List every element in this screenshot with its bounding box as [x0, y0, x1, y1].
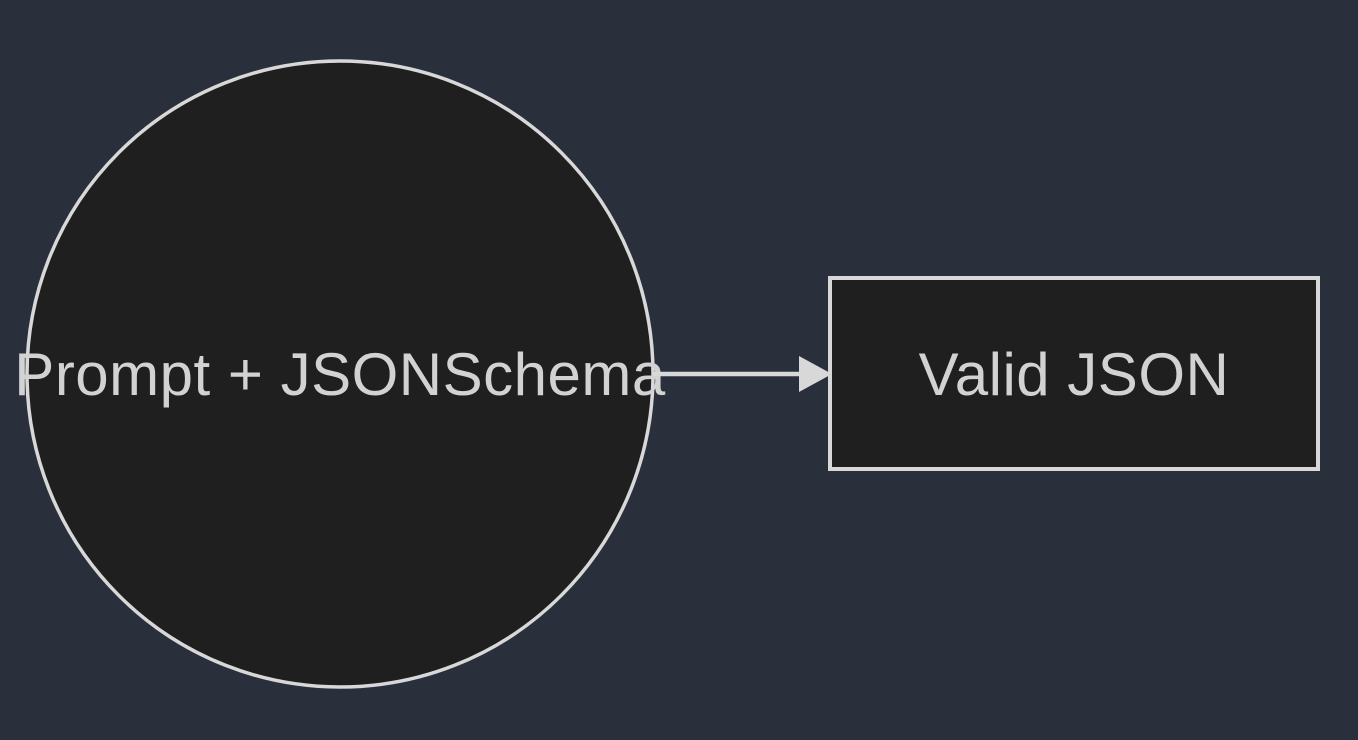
arrow-connector [653, 356, 832, 392]
arrow-head-icon [799, 356, 832, 392]
rect-node-shape [828, 276, 1320, 471]
node-prompt-jsonschema: Prompt + JSONSchema [14, 59, 666, 689]
circle-node-label: Prompt + JSONSchema [14, 341, 666, 408]
node-valid-json: Valid JSON [828, 276, 1320, 471]
rect-node-label: Valid JSON [919, 341, 1230, 408]
